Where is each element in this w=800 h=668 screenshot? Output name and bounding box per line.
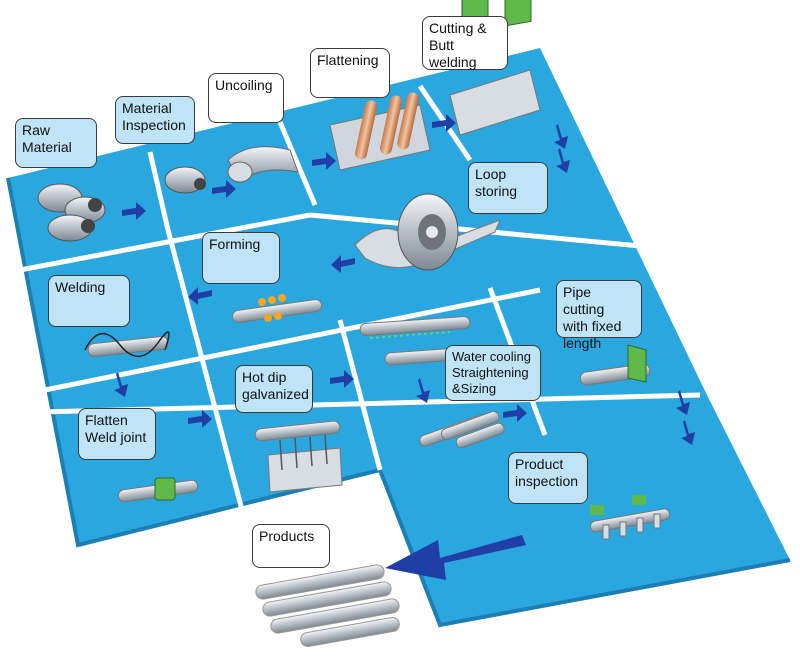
hot-dip-tank — [254, 420, 343, 493]
pipe-cutting — [579, 344, 651, 386]
sizing-pipes — [419, 410, 505, 449]
arrow-products — [385, 535, 526, 580]
label-uncoiling: Uncoiling — [208, 73, 284, 123]
label-flattening: Flattening — [310, 48, 390, 98]
arrow-5 — [554, 124, 568, 149]
flatten-weld — [117, 477, 199, 503]
arrow-4 — [432, 114, 456, 132]
arrow-10 — [188, 410, 212, 428]
board-edge — [6, 177, 381, 548]
label-loop-storing: Loop storing — [468, 162, 548, 214]
label-pipe-cutting: Pipe cutting with fixed length — [556, 280, 642, 351]
board-lower — [380, 393, 790, 625]
arrow-6 — [556, 148, 570, 173]
welding-pipe — [84, 331, 170, 358]
flattening-rollers — [329, 92, 431, 171]
arrow-9 — [114, 372, 128, 397]
label-water-cooling: Water cooling Straightening &Sizing — [445, 345, 541, 401]
arrow-1 — [122, 202, 146, 220]
inspection-coil — [164, 166, 206, 194]
arrow-3 — [312, 152, 336, 170]
arrow-8 — [188, 287, 212, 305]
label-flatten-weld-joint: Flatten Weld joint — [78, 408, 156, 460]
arrow-2 — [212, 180, 236, 198]
arrow-14 — [676, 390, 690, 415]
label-product-inspection: Product inspection — [508, 452, 588, 504]
board-edge-2 — [378, 469, 791, 628]
uncoiling-strip — [227, 146, 299, 183]
label-material-inspection: Material Inspection — [115, 96, 195, 144]
arrow-7 — [331, 255, 355, 273]
label-welding: Welding — [48, 275, 130, 327]
raw-material-coils — [37, 183, 106, 242]
products-bundle — [255, 564, 400, 647]
arrow-11 — [330, 370, 354, 388]
flow-arrows — [114, 114, 695, 580]
arrow-12 — [416, 378, 430, 403]
label-raw-material: Raw Material — [15, 118, 97, 168]
label-hot-dip-galvanized: Hot dip galvanized — [235, 365, 313, 413]
label-forming: Forming — [202, 232, 280, 284]
label-cutting-butt-welding: Cutting & Butt welding — [422, 16, 508, 70]
label-products: Products — [252, 524, 330, 568]
arrow-15 — [681, 420, 695, 445]
loop-storing-coil — [354, 193, 501, 271]
arrow-13 — [503, 404, 527, 422]
product-inspection-rig — [590, 495, 671, 540]
forming-pipe — [231, 294, 323, 323]
